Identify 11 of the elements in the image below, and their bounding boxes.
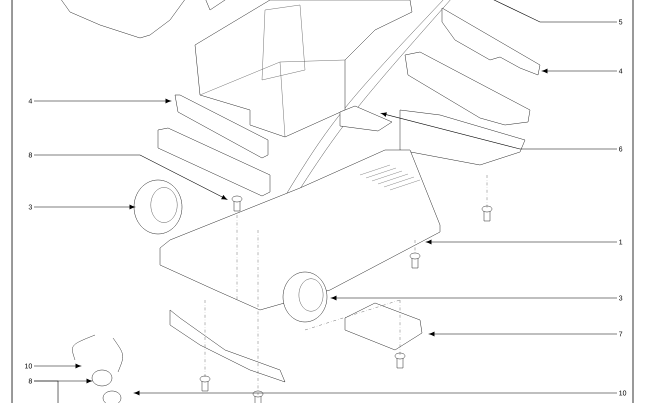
- leader-line: [380, 112, 618, 150]
- leader-line: [34, 364, 82, 368]
- leader-line: [330, 296, 618, 300]
- leader-line: [34, 98, 172, 104]
- leader-line: [426, 240, 618, 244]
- leader-line: [34, 204, 136, 210]
- leader-line: [134, 390, 618, 396]
- leader-line: [542, 68, 618, 74]
- leader-line: [34, 154, 228, 200]
- leader-line: [34, 380, 58, 403]
- leader-line: [428, 332, 618, 336]
